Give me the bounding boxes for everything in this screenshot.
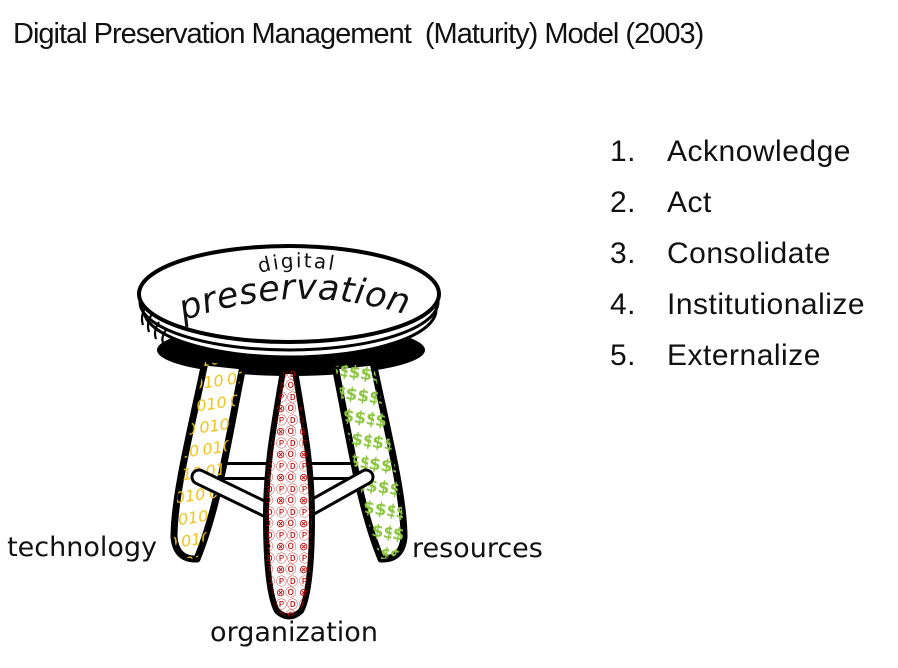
stage-label: Institutionalize [667, 287, 866, 321]
stool-svg: 010 ⓅⒹ ⊗Ⓞ $$$ digital [7, 244, 543, 648]
leg-technology [170, 358, 247, 563]
stage-number: 4. [610, 287, 637, 321]
stage-label: Act [667, 185, 712, 219]
stage-item: 4. Institutionalize [610, 279, 865, 330]
leg-resources [331, 358, 408, 563]
stage-item: 3. Consolidate [610, 228, 865, 279]
stage-item: 2. Act [610, 177, 865, 228]
leg-label-organization: organization [210, 617, 378, 648]
stage-number: 1. [610, 134, 637, 168]
stage-number: 3. [610, 236, 637, 270]
leg-organization [263, 368, 315, 620]
stage-item: 1. Acknowledge [610, 126, 865, 177]
leg-label-resources: resources [412, 533, 543, 564]
stage-item: 5. Externalize [610, 330, 865, 381]
stage-label: Consolidate [667, 236, 831, 270]
leg-label-technology: technology [7, 532, 157, 563]
stage-number: 5. [610, 338, 637, 372]
stool-figure: 010 ⓅⒹ ⊗Ⓞ $$$ digital [0, 228, 570, 668]
stage-label: Externalize [667, 338, 821, 372]
stage-list: 1. Acknowledge 2. Act 3. Consolidate 4. … [610, 126, 865, 381]
seat-ellipse [137, 244, 441, 344]
stage-number: 2. [610, 185, 637, 219]
seat-hatch-lines [140, 305, 167, 346]
page-title: Digital Preservation Management (Maturit… [13, 18, 704, 50]
stage-label: Acknowledge [667, 134, 851, 168]
